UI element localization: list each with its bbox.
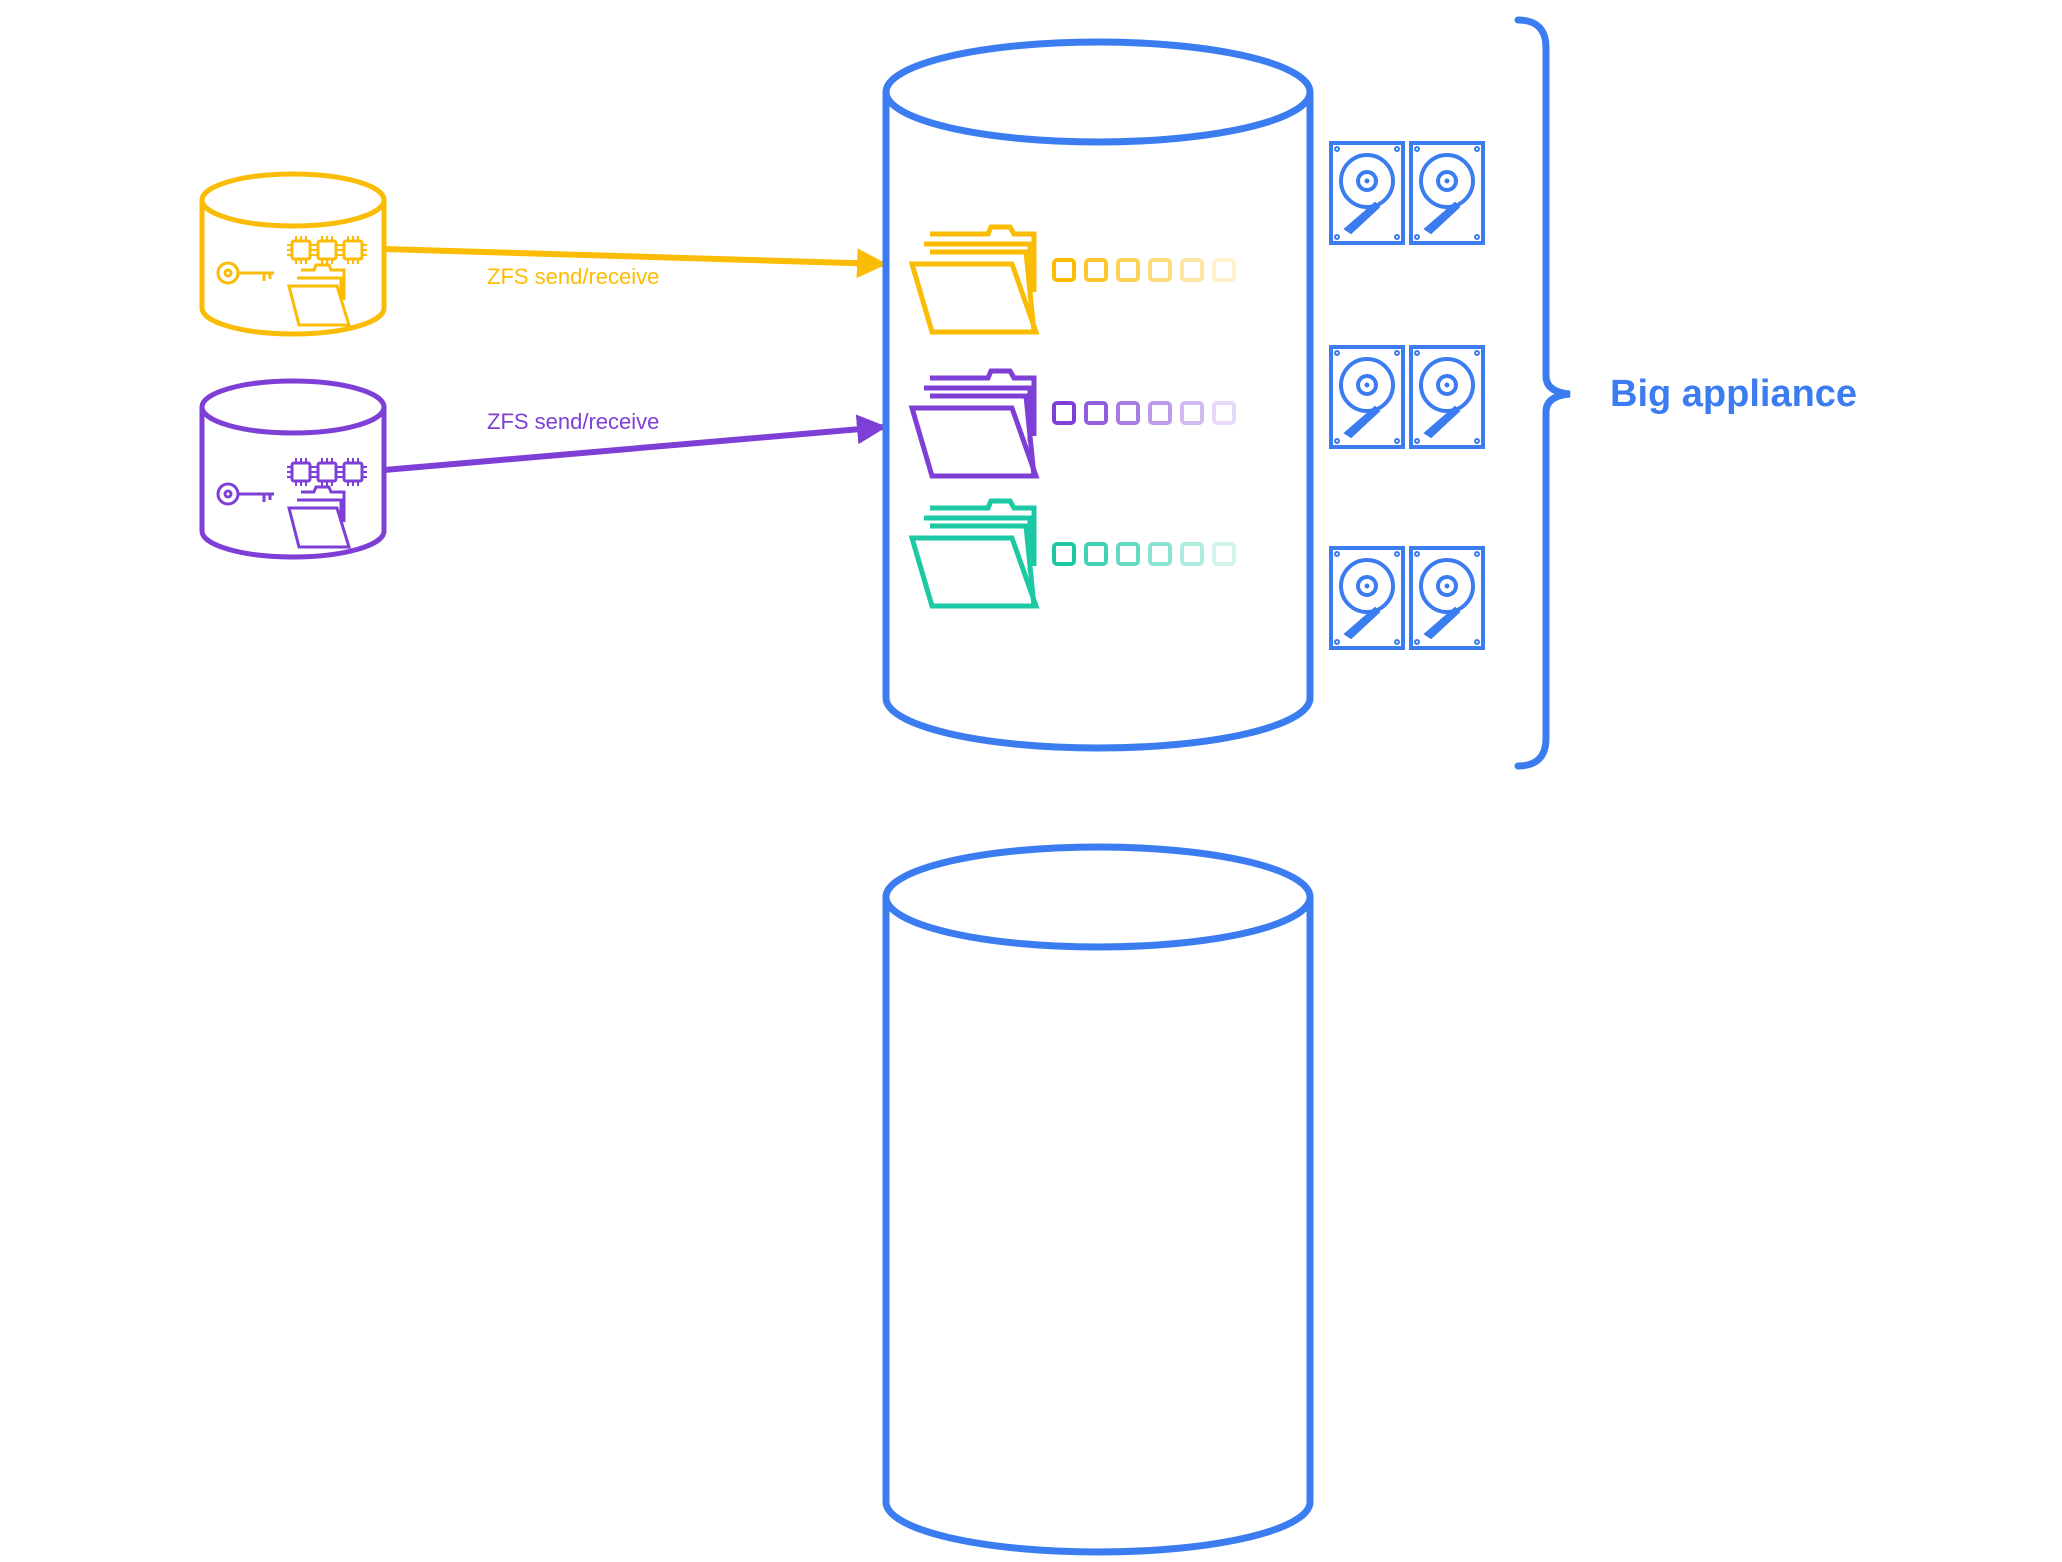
- snapshot-square: [1148, 542, 1172, 566]
- key-icon: [216, 261, 276, 285]
- snapshot-square: [1212, 258, 1236, 282]
- dataset-purple: [912, 371, 1236, 476]
- disk-icon: [1409, 345, 1485, 449]
- chip-icon: [337, 456, 369, 488]
- disk-icon: [1409, 141, 1485, 245]
- arrow-label-purple: ZFS send/receive: [487, 409, 659, 434]
- arrow-yellow: [383, 246, 887, 279]
- folder-icon: [287, 485, 351, 549]
- chip-icon: [337, 234, 369, 266]
- folder-icon: [287, 263, 351, 327]
- arrow-purple: [383, 414, 887, 473]
- snapshot-square: [1052, 401, 1076, 425]
- snapshot-square: [1212, 401, 1236, 425]
- big-pool: [882, 38, 1314, 752]
- dataset-teal: [912, 501, 1236, 606]
- chip-icon: [285, 234, 317, 266]
- small-pool-purple: [199, 378, 387, 560]
- snapshot-square: [1116, 401, 1140, 425]
- disk-icon: [1329, 345, 1405, 449]
- snapshot-square: [1052, 542, 1076, 566]
- arrow-label-yellow: ZFS send/receive: [487, 264, 659, 289]
- snapshot-square: [1212, 542, 1236, 566]
- snapshot-square: [1084, 258, 1108, 282]
- small-pool-yellow: [199, 171, 387, 337]
- brace-label: Big appliance: [1610, 373, 1857, 415]
- snapshot-square: [1180, 401, 1204, 425]
- snapshot-square: [1084, 542, 1108, 566]
- chip-icon: [311, 456, 343, 488]
- chip-icon: [311, 234, 343, 266]
- disk-icon: [1409, 546, 1485, 650]
- snapshot-square: [1084, 401, 1108, 425]
- brace: [1514, 16, 1571, 770]
- disk-icon: [1329, 141, 1405, 245]
- snapshot-square: [1180, 258, 1204, 282]
- snapshot-row: [1052, 542, 1236, 566]
- snapshot-square: [1116, 258, 1140, 282]
- snapshot-square: [1148, 401, 1172, 425]
- chip-icon: [285, 456, 317, 488]
- snapshot-square: [1116, 542, 1140, 566]
- dataset-yellow: [912, 227, 1236, 332]
- snapshot-row: [1052, 258, 1236, 282]
- disk-array: [1329, 141, 1485, 650]
- snapshot-square: [1180, 542, 1204, 566]
- snapshot-square: [1148, 258, 1172, 282]
- snapshot-square: [1052, 258, 1076, 282]
- disk-icon: [1329, 546, 1405, 650]
- snapshot-row: [1052, 401, 1236, 425]
- big-pool-secondary: [882, 843, 1314, 1556]
- key-icon: [216, 482, 276, 506]
